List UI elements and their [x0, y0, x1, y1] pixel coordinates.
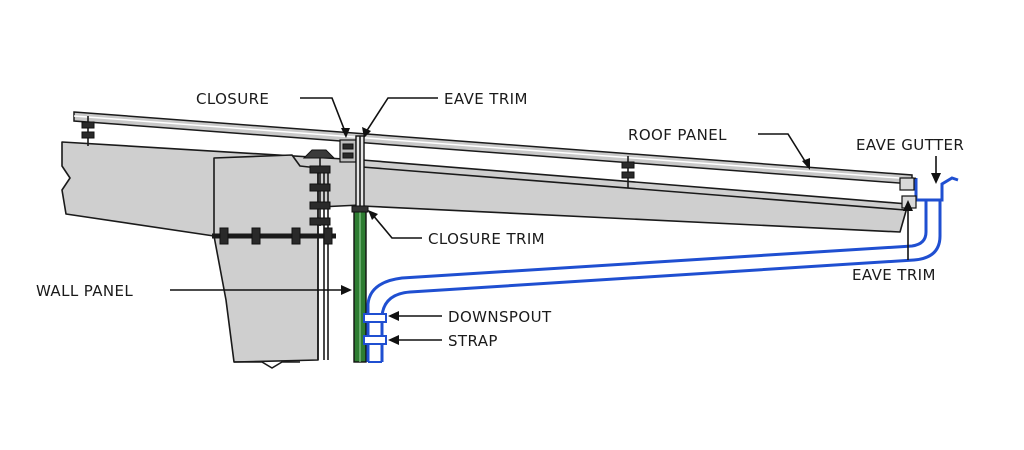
rafter-beam	[61, 141, 909, 237]
roof-panel-label: ROOF PANEL	[628, 126, 727, 144]
strap-label: STRAP	[448, 332, 498, 350]
wall-panel	[351, 205, 369, 363]
eave-trim-right-label: EAVE TRIM	[852, 266, 936, 284]
downspout	[366, 200, 942, 363]
closure-trim-label: CLOSURE TRIM	[428, 230, 545, 248]
purlin-clip-mid	[621, 156, 635, 188]
eave-gutter-label: EAVE GUTTER	[856, 136, 964, 154]
eave-gutter	[899, 176, 959, 209]
eave-trim-top-label: EAVE TRIM	[444, 90, 528, 108]
wall-panel-label: WALL PANEL	[36, 282, 133, 300]
knee-bolts	[212, 227, 336, 245]
leaders	[170, 97, 941, 345]
eave-trim-top-piece	[355, 135, 365, 211]
column	[213, 154, 329, 369]
eave-strut-bolts	[302, 149, 336, 226]
closure-piece	[339, 139, 357, 163]
closure-label: CLOSURE	[196, 90, 269, 108]
downspout-strap	[363, 313, 387, 345]
downspout-label: DOWNSPOUT	[448, 308, 552, 326]
purlin-clip-left	[81, 116, 95, 146]
